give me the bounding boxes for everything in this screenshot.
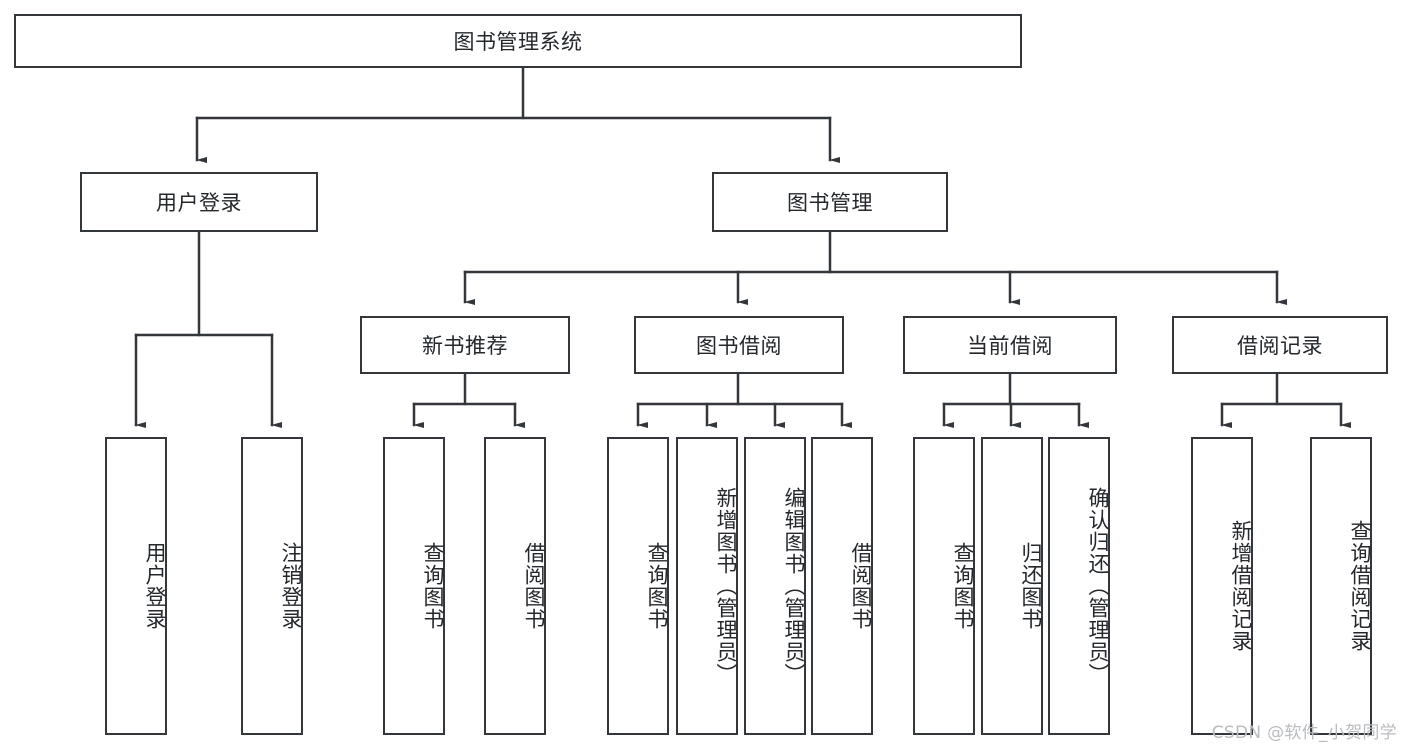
node-leaf-return-book-label: 归还图书 — [1019, 542, 1043, 630]
node-leaf-user-login-label: 用户登录 — [143, 542, 167, 630]
node-book-management[interactable]: 图书管理 — [712, 172, 948, 232]
node-borrow-record-label: 借阅记录 — [1237, 334, 1323, 358]
watermark: CSDN @软件_小贺同学 — [1211, 723, 1397, 743]
node-leaf-logout[interactable]: 注销登录 — [241, 437, 303, 735]
node-leaf-query-book-recommend[interactable]: 查询图书 — [383, 437, 445, 735]
node-leaf-add-book[interactable]: 新增图书（管理员） — [676, 437, 738, 735]
node-leaf-edit-book-label: 编辑图书（管理员） — [782, 487, 806, 685]
node-leaf-user-login[interactable]: 用户登录 — [105, 437, 167, 735]
node-leaf-add-borrow-record[interactable]: 新增借阅记录 — [1191, 437, 1253, 735]
node-leaf-query-book-current-label: 查询图书 — [951, 542, 975, 630]
node-leaf-query-book-recommend-label: 查询图书 — [421, 542, 445, 630]
node-leaf-confirm-return[interactable]: 确认归还（管理员） — [1048, 437, 1110, 735]
node-leaf-add-borrow-record-label: 新增借阅记录 — [1229, 520, 1253, 652]
node-book-borrow-label: 图书借阅 — [696, 334, 782, 358]
node-leaf-borrow-book-recommend[interactable]: 借阅图书 — [484, 437, 546, 735]
node-leaf-confirm-return-label: 确认归还（管理员） — [1086, 487, 1110, 685]
node-borrow-record[interactable]: 借阅记录 — [1172, 316, 1388, 374]
node-user-login[interactable]: 用户登录 — [80, 172, 318, 232]
node-leaf-borrow-book-recommend-label: 借阅图书 — [522, 542, 546, 630]
node-root[interactable]: 图书管理系统 — [14, 14, 1022, 68]
node-leaf-borrow-book-label: 借阅图书 — [849, 542, 873, 630]
node-leaf-query-book-borrow[interactable]: 查询图书 — [607, 437, 669, 735]
node-user-login-label: 用户登录 — [156, 191, 242, 215]
node-leaf-edit-book[interactable]: 编辑图书（管理员） — [744, 437, 806, 735]
node-leaf-query-borrow-record-label: 查询借阅记录 — [1348, 520, 1372, 652]
node-new-book-recommend[interactable]: 新书推荐 — [360, 316, 570, 374]
node-leaf-add-book-label: 新增图书（管理员） — [714, 487, 738, 685]
node-leaf-query-borrow-record[interactable]: 查询借阅记录 — [1310, 437, 1372, 735]
node-leaf-query-book-borrow-label: 查询图书 — [645, 542, 669, 630]
node-root-label: 图书管理系统 — [453, 30, 583, 54]
node-new-book-recommend-label: 新书推荐 — [422, 334, 508, 358]
node-book-borrow[interactable]: 图书借阅 — [634, 316, 844, 374]
node-current-borrow-label: 当前借阅 — [967, 334, 1053, 358]
node-current-borrow[interactable]: 当前借阅 — [903, 316, 1117, 374]
node-book-management-label: 图书管理 — [787, 191, 873, 215]
node-leaf-return-book[interactable]: 归还图书 — [981, 437, 1043, 735]
node-leaf-logout-label: 注销登录 — [279, 542, 303, 630]
node-leaf-query-book-current[interactable]: 查询图书 — [913, 437, 975, 735]
node-leaf-borrow-book[interactable]: 借阅图书 — [811, 437, 873, 735]
